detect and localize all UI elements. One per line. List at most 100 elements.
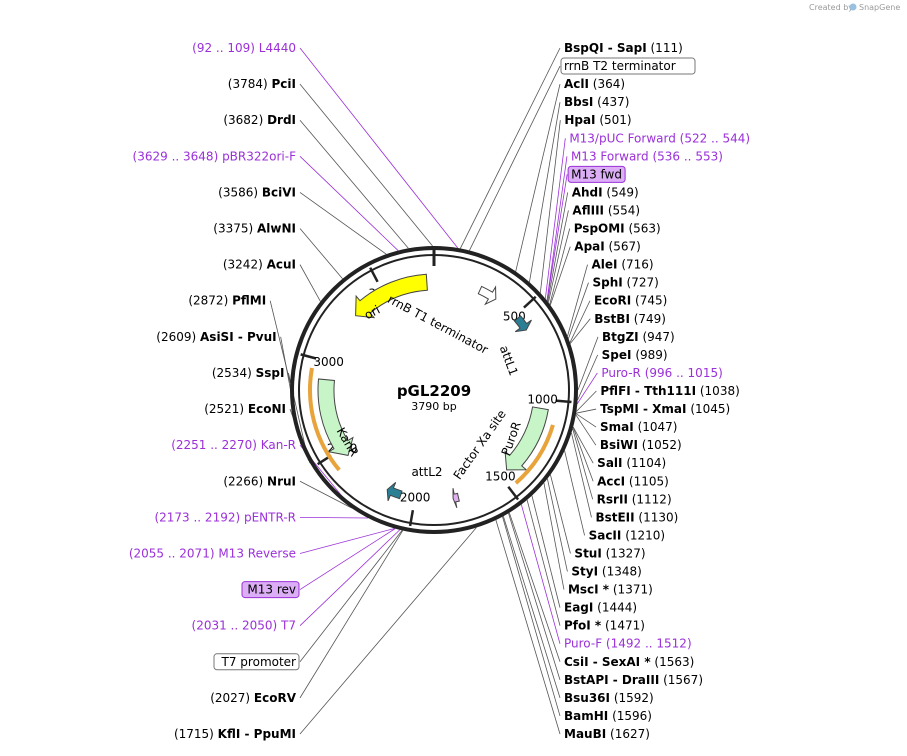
- leader-line: [299, 83, 433, 247]
- site-label-puro-r: Puro-R (996 .. 1015): [601, 366, 722, 380]
- leader-line: [539, 120, 561, 293]
- leader-line: [546, 156, 568, 301]
- site-label-text: PflFI - Tth111I (1038): [600, 384, 739, 398]
- site-label-text: rrnB T2 terminator: [564, 59, 676, 73]
- site-label-text: (1715) KflI - PpuMI: [174, 727, 296, 741]
- leader-line: [549, 246, 571, 306]
- site-label-bbsi: BbsI (437): [564, 95, 629, 109]
- site-label-acui: (3242) AcuI: [223, 258, 296, 272]
- site-label-pentr-r: (2173 .. 2192) pENTR-R: [154, 510, 296, 524]
- site-label-kfli-ppumi: (1715) KflI - PpuMI: [174, 727, 296, 741]
- leader-line: [577, 372, 598, 404]
- site-label-bsu36i: Bsu36I (1592): [564, 691, 654, 705]
- site-label-text: PspOMI (563): [574, 222, 661, 236]
- site-label-csii-sexai: CsiI - SexAI * (1563): [564, 655, 694, 669]
- leader-line: [544, 138, 566, 299]
- site-label-l4440: (92 .. 109) L4440: [192, 41, 296, 55]
- leader-line: [572, 427, 594, 482]
- site-label-text: (2521) EcoNI: [204, 402, 286, 416]
- site-label-text: AflIII (554): [572, 203, 640, 217]
- site-label-text: StyI (1348): [571, 565, 641, 579]
- leader-line: [575, 414, 597, 446]
- site-label-sspi: (2534) SspI: [212, 366, 285, 380]
- site-label-bsiwi: BsiWI (1052): [600, 438, 682, 452]
- site-label-text: (2872) PflMI: [188, 294, 266, 308]
- site-label-text: M13/pUC Forward (522 .. 544): [569, 131, 750, 145]
- leader-line: [546, 174, 568, 301]
- snapgene-credit: Created by SnapGene: [809, 3, 900, 12]
- site-label-kan-r: (2251 .. 2270) Kan-R: [171, 438, 296, 452]
- leader-line: [569, 318, 591, 344]
- label-leader-lines: [269, 47, 599, 735]
- plasmid-size: 3790 bp: [411, 400, 456, 413]
- site-label-bcivi: (3586) BciVI: [218, 185, 296, 199]
- site-label-m13-reverse: (2055 .. 2071) M13 Reverse: [129, 546, 296, 560]
- leader-line: [495, 519, 561, 735]
- label-box: [567, 165, 626, 183]
- leader-line: [508, 512, 561, 662]
- site-label-text: SpeI (989): [602, 348, 668, 362]
- site-label-text: BbsI (437): [564, 95, 629, 109]
- site-label-tspmi-xmai: TspMI - XmaI (1045): [600, 402, 730, 416]
- site-label-asisi-pvui: (2609) AsiSI - PvuI: [156, 330, 276, 344]
- leader-line: [299, 530, 403, 663]
- site-label-text: EagI (1444): [564, 601, 637, 615]
- site-label-text: AccI (1105): [597, 474, 669, 488]
- credit-brand: SnapGene: [859, 3, 900, 12]
- leader-line: [577, 354, 599, 401]
- leader-line: [576, 390, 597, 412]
- site-label-afliii: AflIII (554): [572, 203, 640, 217]
- credit-text: Created by: [809, 3, 853, 12]
- site-label-text: (3629 .. 3648) pBR322ori-F: [133, 149, 297, 163]
- leader-line: [529, 102, 561, 283]
- leader-line: [526, 499, 561, 626]
- site-label-text: Bsu36I (1592): [564, 691, 654, 705]
- ruler-tick: [523, 295, 537, 309]
- site-label-m13-forward: M13 Forward (536 .. 553): [571, 149, 723, 163]
- site-label-text: Puro-F (1492 .. 1512): [564, 637, 692, 651]
- ruler-tick: [555, 399, 572, 404]
- site-label-eagi: EagI (1444): [564, 601, 637, 615]
- site-label-text: AclI (364): [564, 77, 625, 91]
- site-label-text: AleI (716): [592, 258, 654, 272]
- site-labels: BspQI - SapI (111) rrnB T2 terminatorAclI…: [129, 41, 750, 741]
- site-label-m13-puc-forward: M13/pUC Forward (522 .. 544): [569, 131, 750, 145]
- feature-attl2: [386, 481, 403, 502]
- leader-line: [299, 516, 369, 519]
- site-label-text: (2534) SspI: [212, 366, 285, 380]
- site-label-text: T7 promoter: [221, 655, 297, 669]
- site-label-pflfi-tth111i: PflFI - Tth111I (1038): [600, 384, 739, 398]
- site-label-text: (2251 .. 2270) Kan-R: [171, 438, 296, 452]
- leader-line: [549, 228, 571, 305]
- leader-line: [469, 65, 561, 251]
- site-label-text: (2609) AsiSI - PvuI: [156, 330, 276, 344]
- leader-line: [299, 119, 409, 249]
- site-label-stui: StuI (1327): [574, 546, 645, 560]
- site-label-text: BstEII (1130): [595, 510, 678, 524]
- leader-line: [508, 513, 561, 680]
- site-label-text: BspQI - SapI (111): [564, 41, 683, 55]
- leader-line: [299, 527, 477, 735]
- site-label-text: (2027) EcoRV: [210, 691, 297, 705]
- site-label-m13-rev: M13 rev: [241, 581, 300, 599]
- site-label-pspomi: PspOMI (563): [574, 222, 661, 236]
- leader-line: [564, 450, 585, 536]
- label-box: [213, 653, 300, 671]
- site-label-maubi: MauBI (1627): [564, 727, 650, 741]
- site-label-sali: SalI (1104): [597, 456, 666, 470]
- site-label-m13-fwd: M13 fwd: [567, 165, 626, 183]
- site-label-apai: ApaI (567): [574, 240, 641, 254]
- leader-line: [548, 210, 569, 303]
- site-label-econi: (2521) EcoNI: [204, 402, 286, 416]
- site-label-smai: SmaI (1047): [600, 420, 677, 434]
- site-label-ahdi: AhdI (549): [572, 185, 639, 199]
- site-label-text: BtgZI (947): [602, 330, 675, 344]
- site-label-ecorv: (2027) EcoRV: [210, 691, 297, 705]
- site-label-text: MscI * (1371): [568, 583, 653, 597]
- ruler-tick: [369, 267, 379, 283]
- leader-line: [502, 516, 561, 717]
- leader-line: [299, 528, 395, 554]
- site-label-text: (3784) PciI: [228, 77, 296, 91]
- site-label-text: SalI (1104): [597, 456, 666, 470]
